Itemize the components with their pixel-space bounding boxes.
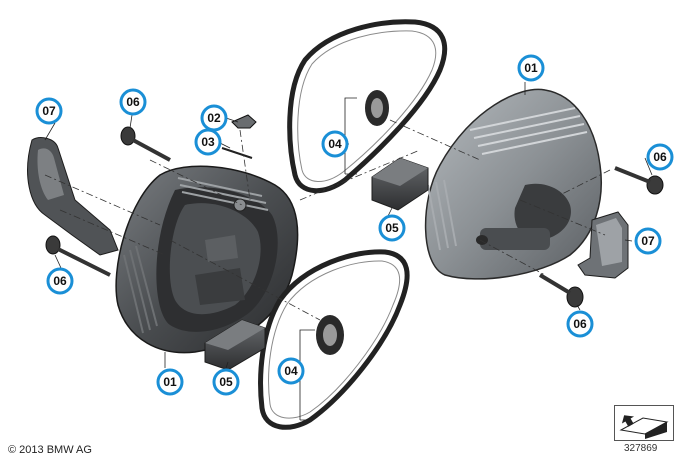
bolt-lower-right bbox=[538, 273, 584, 308]
diagram-number: 327869 bbox=[624, 443, 658, 454]
callout-04-upper: 04 bbox=[321, 130, 349, 158]
clip-02 bbox=[231, 114, 257, 129]
svg-text:04: 04 bbox=[328, 137, 342, 151]
bracket-right bbox=[577, 211, 629, 279]
svg-text:06: 06 bbox=[126, 95, 140, 109]
svg-text:05: 05 bbox=[385, 221, 399, 235]
callout-06-lower-left: 06 bbox=[46, 267, 74, 295]
callout-04-lower: 04 bbox=[277, 357, 305, 385]
copyright-text: © 2013 BMW AG bbox=[8, 444, 92, 456]
seal-03 bbox=[221, 147, 253, 159]
assembly-axis-lines bbox=[44, 119, 611, 321]
svg-text:02: 02 bbox=[207, 111, 221, 125]
callout-01-right: 01 bbox=[517, 54, 545, 82]
gasket-lower bbox=[258, 249, 410, 430]
callout-05-upper: 05 bbox=[378, 214, 406, 242]
callout-01-left: 01 bbox=[156, 368, 184, 396]
bolt-lower-left bbox=[45, 235, 111, 277]
callout-07-left: 07 bbox=[35, 97, 63, 125]
cover-block-lower bbox=[204, 319, 266, 371]
svg-text:07: 07 bbox=[42, 104, 56, 118]
svg-text:01: 01 bbox=[524, 61, 538, 75]
svg-text:07: 07 bbox=[641, 234, 655, 248]
cover-block-upper bbox=[371, 157, 429, 211]
callout-06-upper-right: 06 bbox=[646, 143, 674, 171]
callout-03: 03 bbox=[194, 128, 222, 156]
callout-05-lower: 05 bbox=[212, 368, 240, 396]
svg-text:06: 06 bbox=[53, 274, 67, 288]
callout-07-right: 07 bbox=[634, 227, 662, 255]
callout-06-lower-right: 06 bbox=[566, 310, 594, 338]
cylinder-head-cover-right bbox=[424, 88, 602, 280]
svg-text:04: 04 bbox=[284, 364, 298, 378]
svg-text:06: 06 bbox=[653, 150, 667, 164]
svg-text:01: 01 bbox=[163, 375, 177, 389]
cylinder-head-cover-left bbox=[115, 165, 299, 354]
svg-text:05: 05 bbox=[219, 375, 233, 389]
callout-02: 02 bbox=[200, 104, 228, 132]
callout-06-upper-left: 06 bbox=[119, 88, 147, 116]
bracket-left bbox=[27, 137, 119, 256]
svg-text:03: 03 bbox=[201, 135, 215, 149]
view-direction-icon bbox=[614, 405, 674, 441]
svg-text:06: 06 bbox=[573, 317, 587, 331]
bolt-upper-right bbox=[614, 166, 664, 195]
gasket-upper bbox=[287, 19, 448, 194]
bolt-upper-left bbox=[120, 126, 171, 162]
